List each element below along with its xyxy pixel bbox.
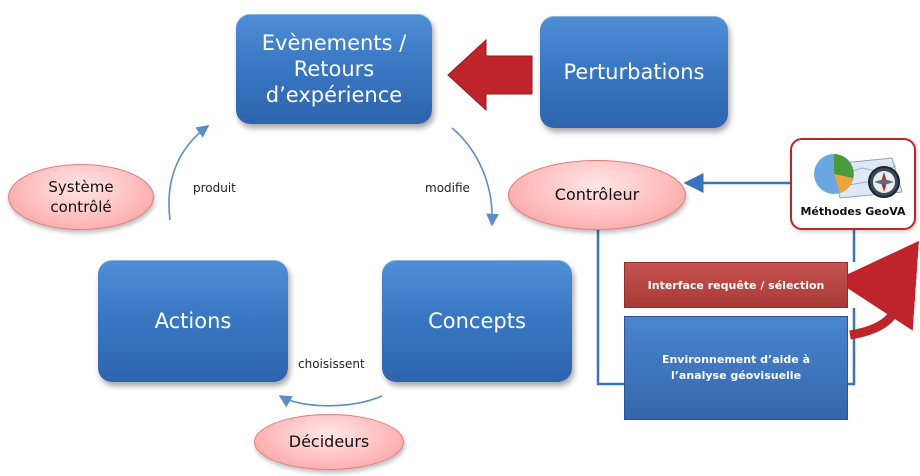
- decideurs-label: Décideurs: [288, 432, 370, 452]
- arrow-choisissent: [278, 395, 383, 408]
- evenements-line-1: Evènements /: [261, 30, 407, 55]
- geova-title: Méthodes GeoVA: [800, 205, 906, 218]
- perturbation-arrow: [447, 38, 533, 112]
- oval-decideurs: Décideurs: [254, 414, 404, 470]
- label-modifie: modifie: [425, 181, 470, 195]
- label-produit: produit: [193, 181, 236, 195]
- geova-methods-panel: Méthodes GeoVA: [790, 138, 916, 230]
- line-controleur-environment: [596, 230, 624, 386]
- compass-icon: [868, 166, 900, 198]
- box-perturbations: Perturbations: [540, 16, 728, 128]
- oval-controleur: Contrôleur: [508, 160, 686, 230]
- interface-label: Interface requête / sélection: [647, 278, 825, 292]
- box-concepts: Concepts: [382, 260, 572, 382]
- environment-label: Environnement d’aide à l’analyse géovisu…: [661, 352, 811, 383]
- line-env-right: [848, 308, 856, 386]
- geova-icons: [814, 154, 903, 199]
- systeme-line-2: contrôlé: [50, 198, 112, 216]
- actions-label: Actions: [154, 309, 232, 333]
- box-evenements: Evènements / Retours d’expérience: [236, 14, 432, 124]
- systeme-line-1: Système: [48, 177, 114, 196]
- evenements-line-3: d’expérience: [265, 83, 403, 108]
- arrow-modifie: [451, 127, 499, 227]
- environment-box: Environnement d’aide à l’analyse géovisu…: [624, 316, 848, 420]
- box-actions: Actions: [98, 260, 288, 382]
- controleur-label: Contrôleur: [554, 185, 640, 205]
- oval-systeme-controle: Système contrôlé: [8, 164, 154, 230]
- label-choisissent: choisissent: [298, 357, 365, 371]
- evenements-line-2: Retours: [293, 56, 375, 81]
- feedback-curve-arrow: [835, 240, 920, 340]
- arrow-produit: [168, 125, 210, 221]
- perturbations-label: Perturbations: [563, 60, 705, 84]
- concepts-label: Concepts: [428, 309, 526, 333]
- pie-chart-icon: [814, 154, 854, 194]
- interface-requete-bar: Interface requête / sélection: [624, 262, 848, 308]
